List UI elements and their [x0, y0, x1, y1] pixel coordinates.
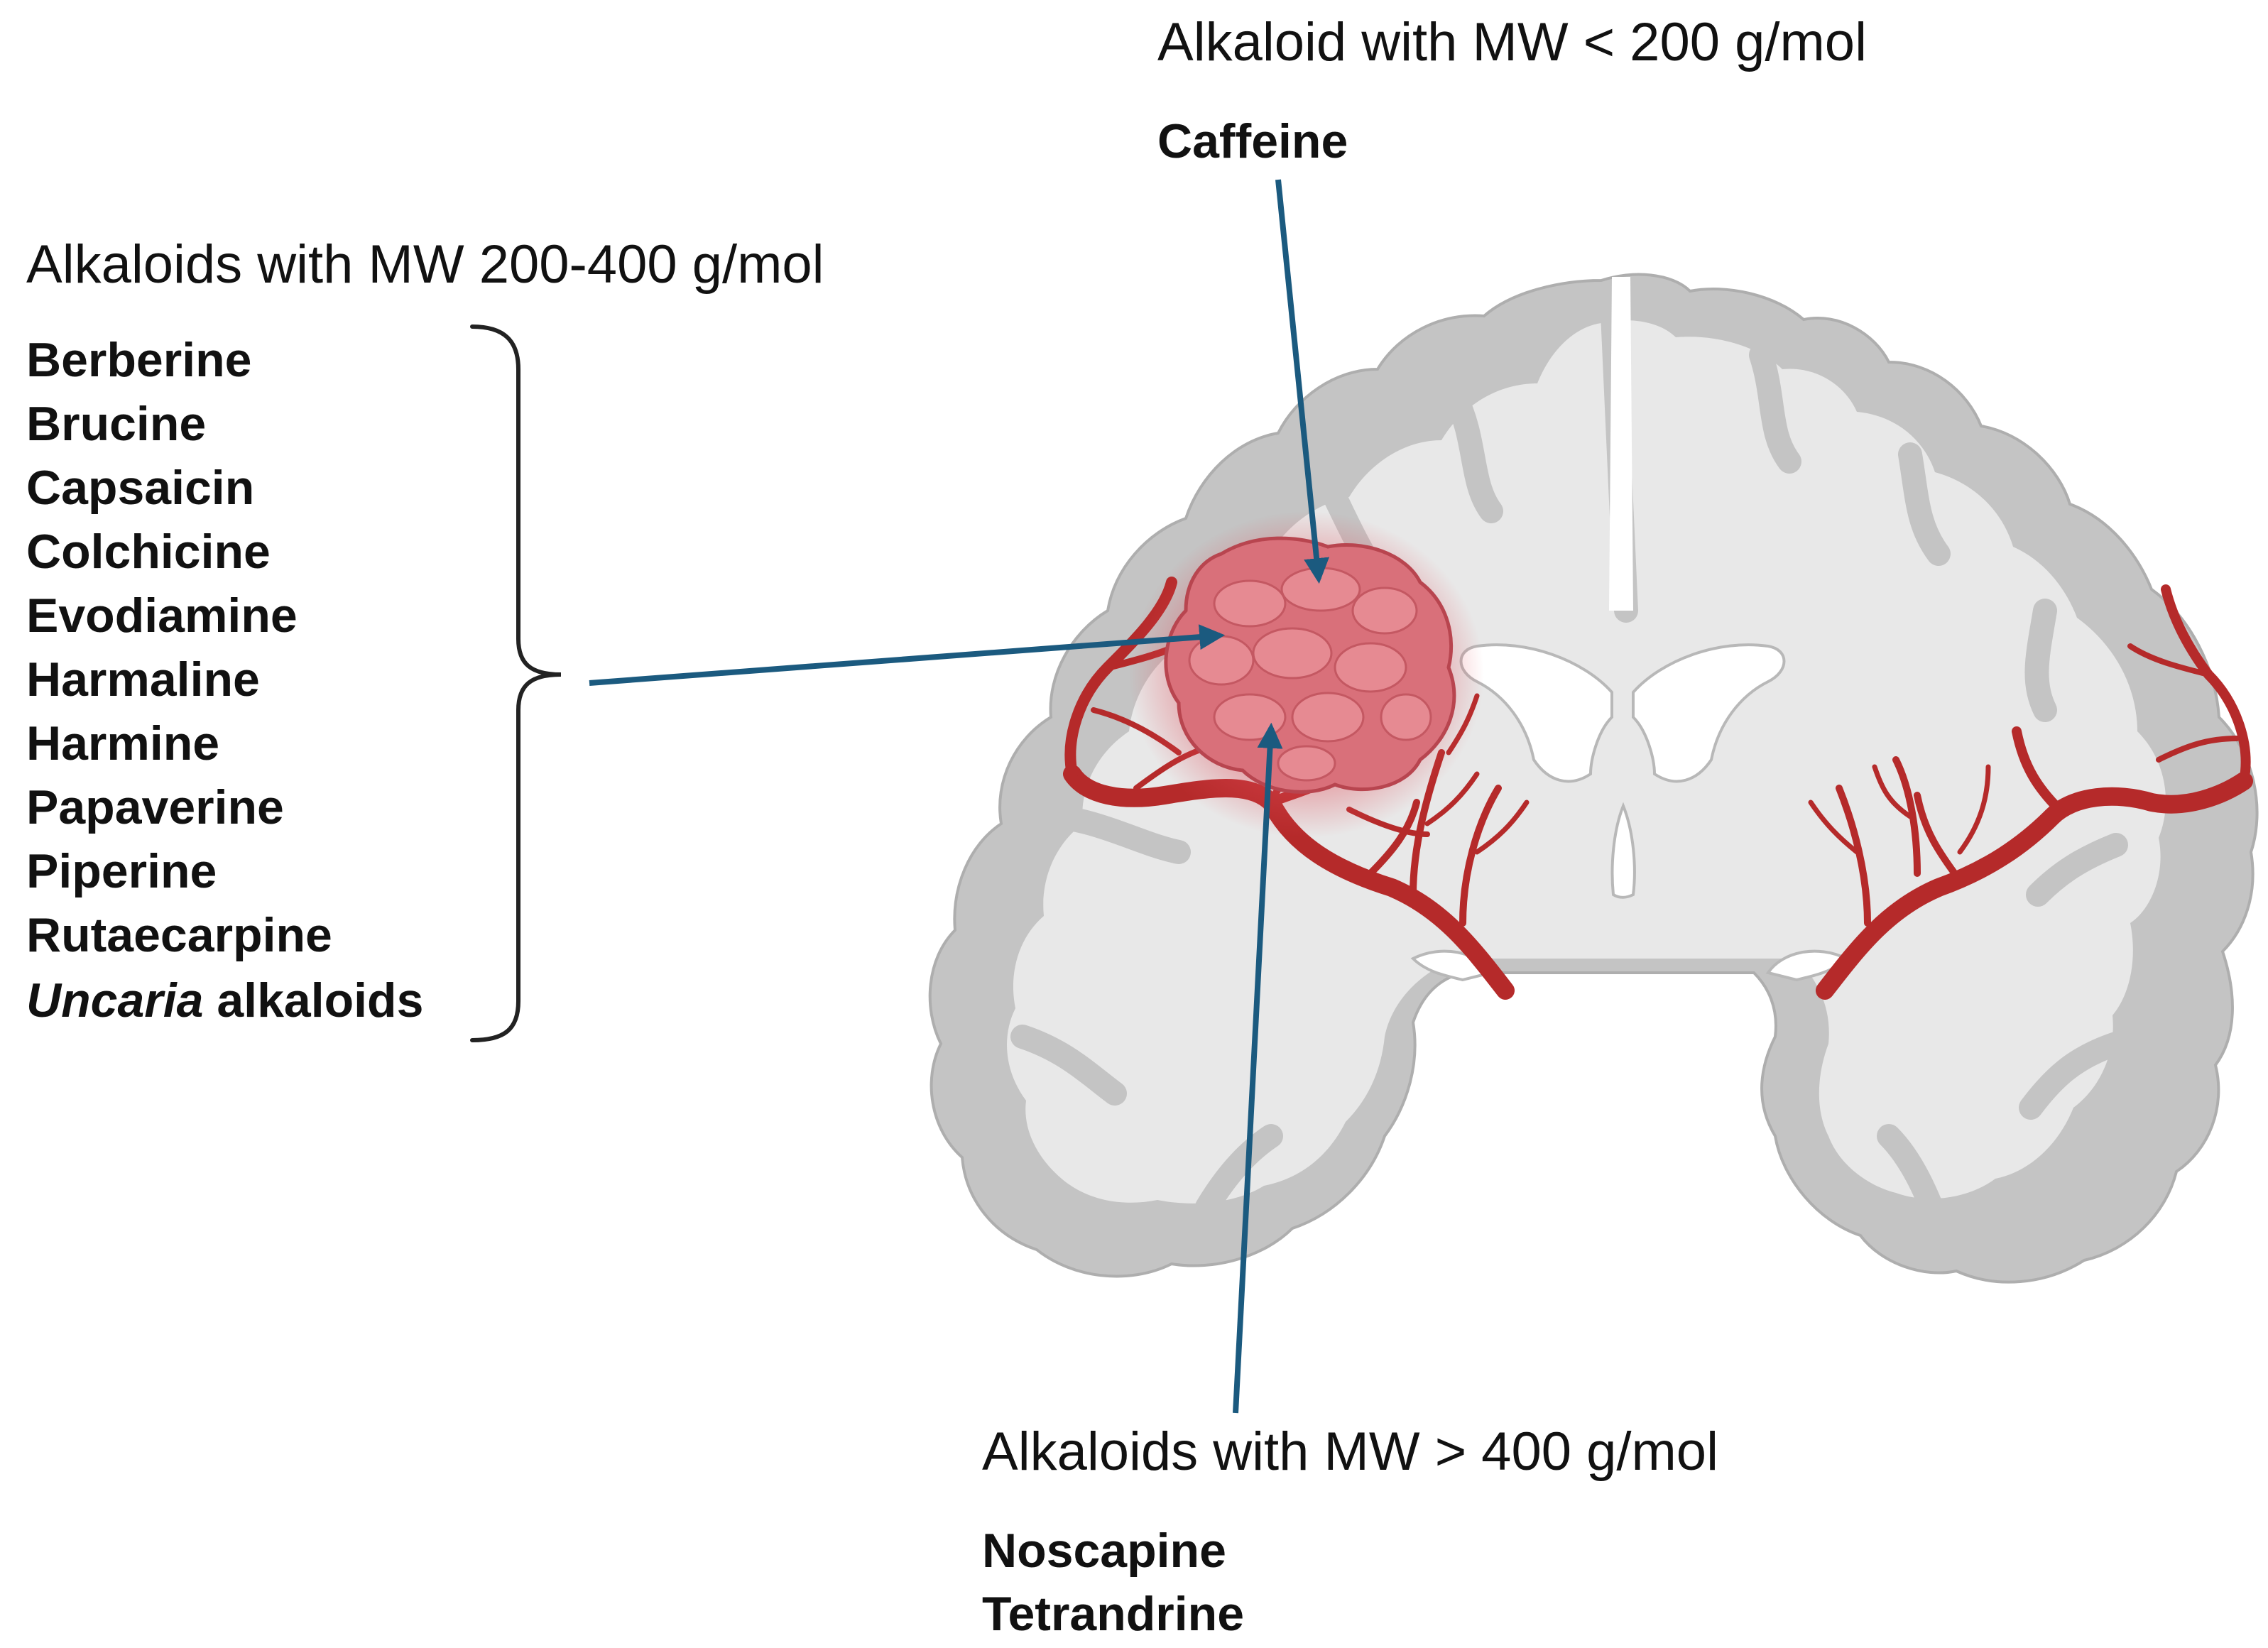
uncaria-italic: Uncaria: [26, 973, 203, 1027]
mid-mw-item: Rutaecarpine: [26, 908, 332, 962]
arrows: [589, 179, 1330, 1414]
low-mw-item-caffeine: Caffeine: [1157, 114, 1348, 168]
right-lateral-ventricle: [1632, 643, 1786, 783]
brain-tumor: [1129, 511, 1484, 838]
arrow-caffeine-to-tumor: [1275, 179, 1330, 584]
mid-mw-item: Papaverine: [26, 780, 284, 834]
right-middle-cerebral-artery: [1816, 772, 2253, 1000]
brain-coronal-section: [928, 273, 2259, 1284]
mid-mw-heading: Alkaloids with MW 200-400 g/mol: [26, 234, 824, 295]
group-bracket: [470, 324, 562, 1042]
arrow-high-mw-to-tumor: [1233, 722, 1283, 1414]
mid-mw-item: Harmine: [26, 716, 219, 770]
mid-mw-item: Brucine: [26, 397, 206, 451]
mid-mw-item: Piperine: [26, 844, 217, 898]
high-mw-item-tetrandrine: Tetrandrine: [982, 1587, 1244, 1641]
blood-vessels: [1063, 577, 2253, 1000]
low-mw-heading: Alkaloid with MW < 200 g/mol: [1157, 12, 1867, 72]
mid-mw-item: Berberine: [26, 333, 251, 387]
arrow-mid-mw-to-tumor: [589, 624, 1226, 686]
mid-mw-item-uncaria: Uncaria alkaloids: [26, 973, 423, 1027]
mid-mw-item: Colchicine: [26, 525, 271, 579]
right-temporal-notch: [1765, 949, 1849, 982]
uncaria-rest: alkaloids: [203, 973, 423, 1027]
high-mw-item-noscapine: Noscapine: [982, 1524, 1226, 1578]
mid-mw-item: Evodiamine: [26, 589, 298, 643]
third-ventricle: [1610, 802, 1636, 899]
mid-mw-item: Harmaline: [26, 653, 260, 706]
longitudinal-fissure: [1609, 277, 1633, 611]
high-mw-heading: Alkaloids with MW > 400 g/mol: [982, 1421, 1718, 1482]
mid-mw-item: Capsaicin: [26, 461, 254, 515]
